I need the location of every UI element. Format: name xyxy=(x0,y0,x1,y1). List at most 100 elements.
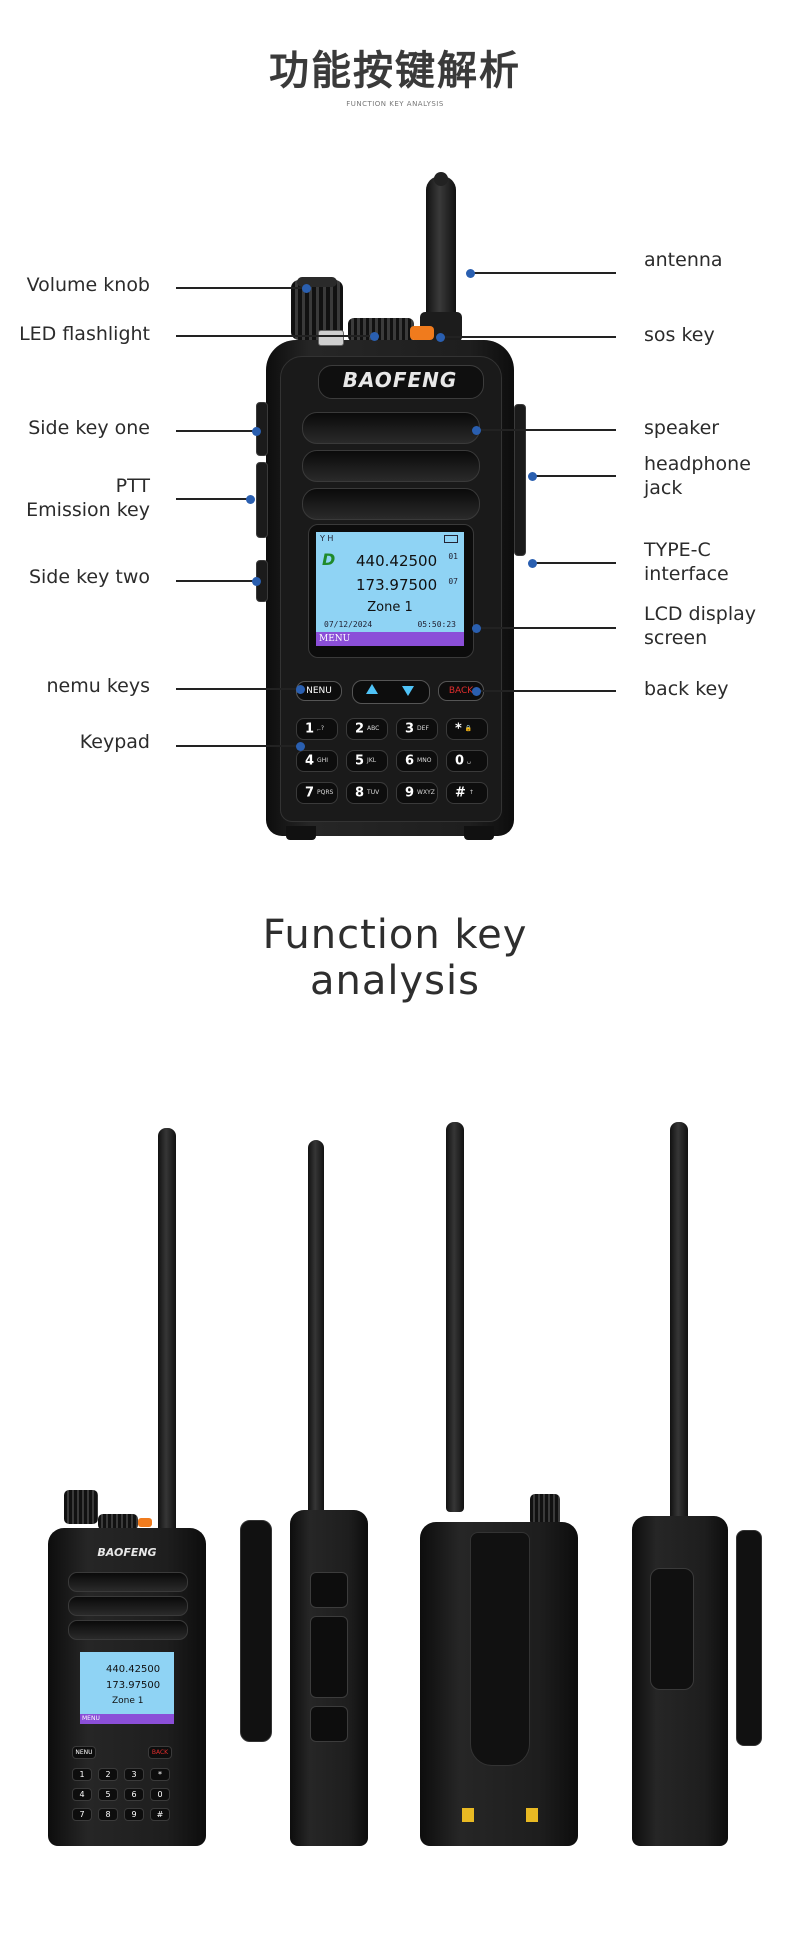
belt-clip xyxy=(470,1532,530,1766)
zone-label: Zone 1 xyxy=(112,1696,144,1706)
leader-line xyxy=(470,272,616,274)
keypad-key: * xyxy=(150,1768,170,1781)
side-key-one-part xyxy=(310,1572,348,1608)
sos-key-part xyxy=(410,326,434,340)
callout-dot xyxy=(465,268,475,278)
callout-type-c: TYPE-C interface xyxy=(644,539,729,585)
keypad-key: 8 xyxy=(98,1808,118,1821)
key-number: 5 xyxy=(355,753,365,769)
callout-side-key-one: Side key one xyxy=(28,417,150,439)
channel-dial-part xyxy=(98,1514,138,1530)
leader-line xyxy=(176,498,250,500)
antenna-part xyxy=(446,1122,464,1512)
callout-keypad: Keypad xyxy=(79,731,150,753)
radio-foot xyxy=(286,826,316,840)
callout-dot xyxy=(527,471,537,481)
brand-logo: BAOFENG xyxy=(97,1546,157,1559)
key-number: 8 xyxy=(355,785,365,801)
callout-headphone-jack: headphone jack xyxy=(644,453,751,499)
lcd-time: 05:50:23 xyxy=(417,620,456,629)
callout-menu-keys: nemu keys xyxy=(46,675,150,697)
speaker-grille xyxy=(68,1596,188,1616)
callout-dot xyxy=(527,558,537,568)
leader-line xyxy=(476,690,616,692)
battery-icon xyxy=(444,535,458,543)
back-key-part: BACK xyxy=(148,1746,172,1759)
callout-dot xyxy=(471,623,481,633)
leader-line xyxy=(176,688,300,690)
zone-label: Zone 1 xyxy=(367,600,413,615)
lcd-screen: Y H D 440.42500 01 173.97500 07 Zone 1 0… xyxy=(316,532,464,646)
lcd-date: 07/12/2024 xyxy=(324,620,373,629)
ptt-key-part xyxy=(310,1616,348,1698)
keypad-key: #↑ xyxy=(446,782,488,804)
leader-line xyxy=(532,475,616,477)
leader-line xyxy=(176,580,256,582)
channel-dial-part xyxy=(348,318,414,342)
keypad-key: 6 xyxy=(124,1788,144,1801)
keypad-key: 5 xyxy=(98,1788,118,1801)
side-key-two-part xyxy=(310,1706,348,1742)
belt-clip xyxy=(736,1530,762,1746)
logo-band xyxy=(318,365,484,399)
battery-contact xyxy=(526,1808,538,1822)
callout-dot xyxy=(251,576,261,586)
callout-volume-knob: Volume knob xyxy=(26,274,150,296)
belt-clip xyxy=(240,1520,272,1742)
speaker-grille xyxy=(68,1620,188,1640)
side-cover-part xyxy=(650,1568,694,1690)
lcd-softkey: MENU xyxy=(316,632,464,646)
keypad-key: 1 xyxy=(72,1768,92,1781)
leader-line xyxy=(176,745,300,747)
keypad-key: 3 xyxy=(124,1768,144,1781)
arrow-up-icon xyxy=(366,684,378,694)
key-letters: DEF xyxy=(417,725,429,732)
keypad-key: 0 xyxy=(150,1788,170,1801)
speaker-grille xyxy=(302,488,480,520)
frequency-a: 440.42500 xyxy=(106,1664,161,1675)
radio-foot xyxy=(464,826,494,840)
callout-ptt: PTT Emission key xyxy=(26,475,150,521)
antenna-part xyxy=(158,1128,176,1533)
channel-b: 07 xyxy=(448,577,458,586)
lcd-screen: 440.42500 173.97500 Zone 1 MENU xyxy=(80,1652,174,1724)
frequency-a: 440.42500 xyxy=(356,552,438,570)
key-letters: ␣ xyxy=(467,757,471,764)
callout-antenna: antenna xyxy=(644,249,723,271)
digital-mode-icon: D xyxy=(322,550,336,569)
key-number: 6 xyxy=(405,753,415,769)
page-subtitle: FUNCTION KEY ANALYSIS xyxy=(346,100,444,108)
menu-key: NENU xyxy=(296,681,342,701)
ptt-key-part xyxy=(256,462,268,538)
volume-knob-part xyxy=(64,1490,98,1524)
leader-line xyxy=(532,562,616,564)
leader-line xyxy=(476,429,616,431)
key-number: * xyxy=(455,721,462,737)
key-letters: WXYZ xyxy=(417,789,435,796)
callout-side-key-two: Side key two xyxy=(28,566,150,588)
key-number: 2 xyxy=(355,721,365,737)
leader-line xyxy=(440,336,616,338)
key-number: 7 xyxy=(305,785,315,801)
keypad-key: # xyxy=(150,1808,170,1821)
antenna-part xyxy=(308,1140,324,1520)
keypad-key: *🔒 xyxy=(446,718,488,740)
sos-key-part xyxy=(138,1518,152,1527)
volume-knob-top xyxy=(297,277,337,287)
key-letters: JKL xyxy=(367,757,377,764)
keypad-key: 0␣ xyxy=(446,750,488,772)
leader-line xyxy=(176,287,306,289)
key-letters: TUV xyxy=(367,789,380,796)
arrow-down-icon xyxy=(402,686,414,696)
leader-line xyxy=(176,430,256,432)
callout-lcd: LCD display screen xyxy=(644,603,756,649)
frequency-b: 173.97500 xyxy=(356,576,438,594)
brand-logo: BAOFENG xyxy=(342,368,458,392)
key-letters: ABC xyxy=(367,725,380,732)
